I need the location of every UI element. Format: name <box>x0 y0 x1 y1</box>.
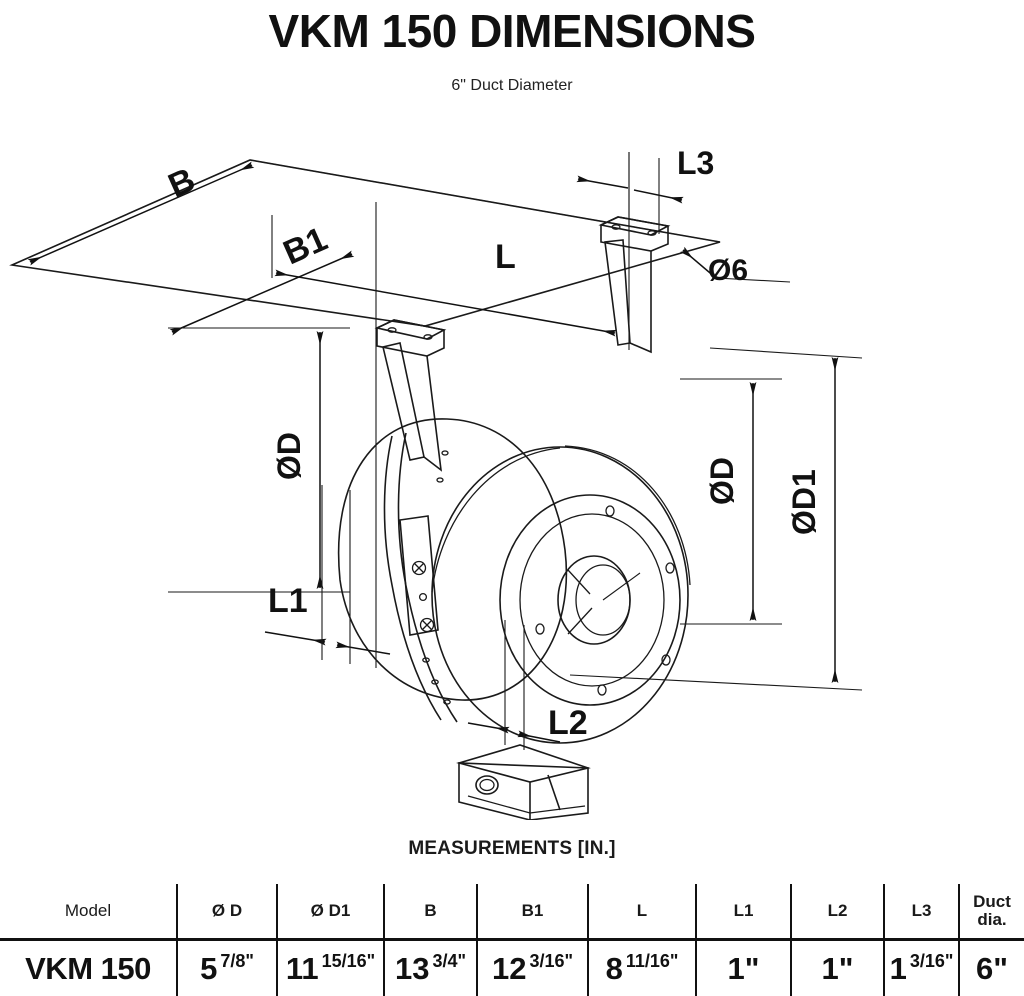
column-header-l3: L3 <box>884 884 959 940</box>
dimension-b1: B1 <box>172 220 352 332</box>
table-header-row: Model Ø D Ø D1 B B1 L L1 L2 L3 Duct dia. <box>0 884 1024 940</box>
dimension-d-left: ØD <box>168 328 350 592</box>
fan-body <box>339 419 690 820</box>
cell-duct: 6" <box>959 940 1024 996</box>
cell-l2: 1" <box>791 940 884 996</box>
column-header-l: L <box>588 884 696 940</box>
cell-l-frac: 11/16" <box>626 951 679 971</box>
cell-l2-value: 1" <box>822 951 854 986</box>
cell-b-frac: 3/4" <box>432 951 466 971</box>
column-header-l2: L2 <box>791 884 884 940</box>
cell-b-whole: 13 <box>395 951 429 986</box>
dimension-b: B <box>30 161 252 262</box>
column-header-duct-line1: Duct <box>973 892 1011 911</box>
cell-l3-frac: 3/16" <box>910 951 954 971</box>
dimension-d-right: ØD <box>680 379 782 624</box>
cell-d1-frac: 15/16" <box>322 951 376 971</box>
dimension-label-l2: L2 <box>548 704 588 742</box>
dimension-label-l3: L3 <box>677 145 714 181</box>
dimension-label-d-left: ØD <box>271 432 307 480</box>
dimension-diagram: .ln { stroke:#1a1a1a; stroke-width:1.6; … <box>0 130 1024 820</box>
column-header-l1: L1 <box>696 884 791 940</box>
column-header-duct: Duct dia. <box>959 884 1024 940</box>
cell-duct-value: 6" <box>976 951 1008 986</box>
callout-hole-diameter: Ø6 <box>683 250 790 287</box>
column-header-d: Ø D <box>177 884 277 940</box>
page-subtitle: 6" Duct Diameter <box>0 77 1024 95</box>
dimension-label-l: L <box>495 238 516 276</box>
column-header-b1: B1 <box>477 884 588 940</box>
column-header-d1: Ø D1 <box>277 884 384 940</box>
cell-b1-frac: 3/16" <box>529 951 573 971</box>
cell-model: VKM 150 <box>0 940 177 996</box>
column-header-b: B <box>384 884 477 940</box>
dimension-label-b1: B1 <box>278 220 333 272</box>
cell-d-whole: 5 <box>200 951 217 986</box>
cell-b1-whole: 12 <box>492 951 526 986</box>
measurements-table: Model Ø D Ø D1 B B1 L L1 L2 L3 Duct dia.… <box>0 884 1024 996</box>
dimension-l1: L1 <box>265 485 390 664</box>
cell-l-whole: 8 <box>606 951 623 986</box>
dimension-l: L <box>272 215 615 333</box>
dimension-label-b: B <box>163 161 201 206</box>
measurements-title: MEASUREMENTS [IN.] <box>0 838 1024 860</box>
mounting-bracket-left <box>377 320 444 470</box>
cell-l1: 1" <box>696 940 791 996</box>
dimension-label-d1-right: ØD1 <box>786 469 822 535</box>
cell-d1-whole: 11 <box>286 951 319 986</box>
dimension-label-l1: L1 <box>268 582 308 620</box>
cell-d-frac: 7/8" <box>220 951 254 971</box>
dimension-diagram-svg: .ln { stroke:#1a1a1a; stroke-width:1.6; … <box>0 130 1024 820</box>
column-header-duct-line2: dia. <box>977 910 1006 929</box>
page-title: VKM 150 DIMENSIONS <box>0 4 1024 58</box>
dimension-label-hole-dia: Ø6 <box>708 254 748 287</box>
cell-l3-whole: 1 <box>890 951 907 986</box>
dimension-d1-right: ØD1 <box>570 348 862 690</box>
cell-l1-value: 1" <box>728 951 760 986</box>
dimension-label-d-right: ØD <box>704 457 740 505</box>
column-header-model: Model <box>0 884 177 940</box>
